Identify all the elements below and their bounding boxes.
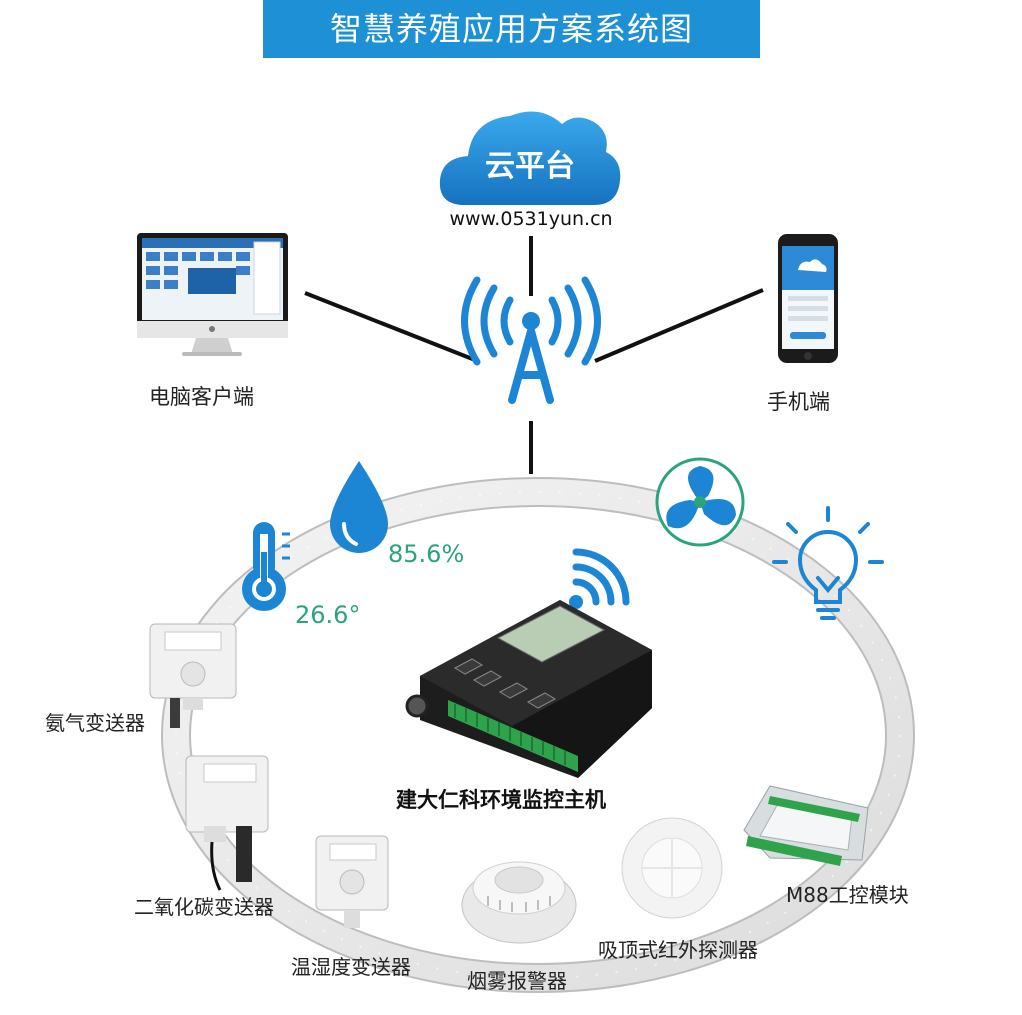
co2-label: 二氧化碳变送器 — [134, 895, 274, 919]
humidity-reading: 85.6% — [388, 540, 465, 568]
computer-monitor-icon — [137, 233, 288, 356]
smartphone-icon — [778, 234, 838, 363]
monitoring-host-device — [405, 600, 652, 778]
thermometer-icon — [242, 522, 290, 611]
temperature-reading: 26.6° — [295, 601, 361, 629]
temp-humidity-label: 温湿度变送器 — [291, 955, 411, 979]
smoke-detector-device — [461, 861, 577, 944]
ammonia-transmitter-device — [149, 623, 237, 728]
ammonia-label: 氨气变送器 — [45, 711, 145, 735]
co2-transmitter-device — [185, 755, 269, 891]
water-drop-icon — [330, 461, 388, 553]
host-label: 建大仁科环境监控主机 — [396, 788, 606, 812]
infrared-detector-device — [621, 817, 723, 919]
smoke-label: 烟雾报警器 — [467, 969, 567, 993]
pc-client-label: 电脑客户端 — [149, 385, 254, 409]
cloud-icon — [439, 111, 621, 205]
device-ring — [161, 477, 915, 993]
cloud-label: 云平台 — [485, 149, 575, 184]
connection-lines — [304, 236, 764, 474]
m88-io-module-device — [743, 785, 869, 866]
temp-humidity-transmitter-device — [315, 835, 389, 928]
light-bulb-icon — [772, 506, 884, 620]
line-pc-tower — [304, 291, 476, 362]
cloud-url: www.0531yun.cn — [449, 208, 613, 230]
line-mobile-tower — [594, 288, 764, 363]
wifi-icon — [569, 548, 630, 609]
mobile-client-label: 手机端 — [767, 390, 830, 414]
infrared-label: 吸顶式红外探测器 — [598, 938, 758, 962]
page-title: 智慧养殖应用方案系统图 — [263, 0, 760, 58]
signal-tower-icon — [461, 276, 601, 404]
fan-icon — [655, 457, 745, 547]
io-module-label: M88工控模块 — [786, 883, 909, 907]
